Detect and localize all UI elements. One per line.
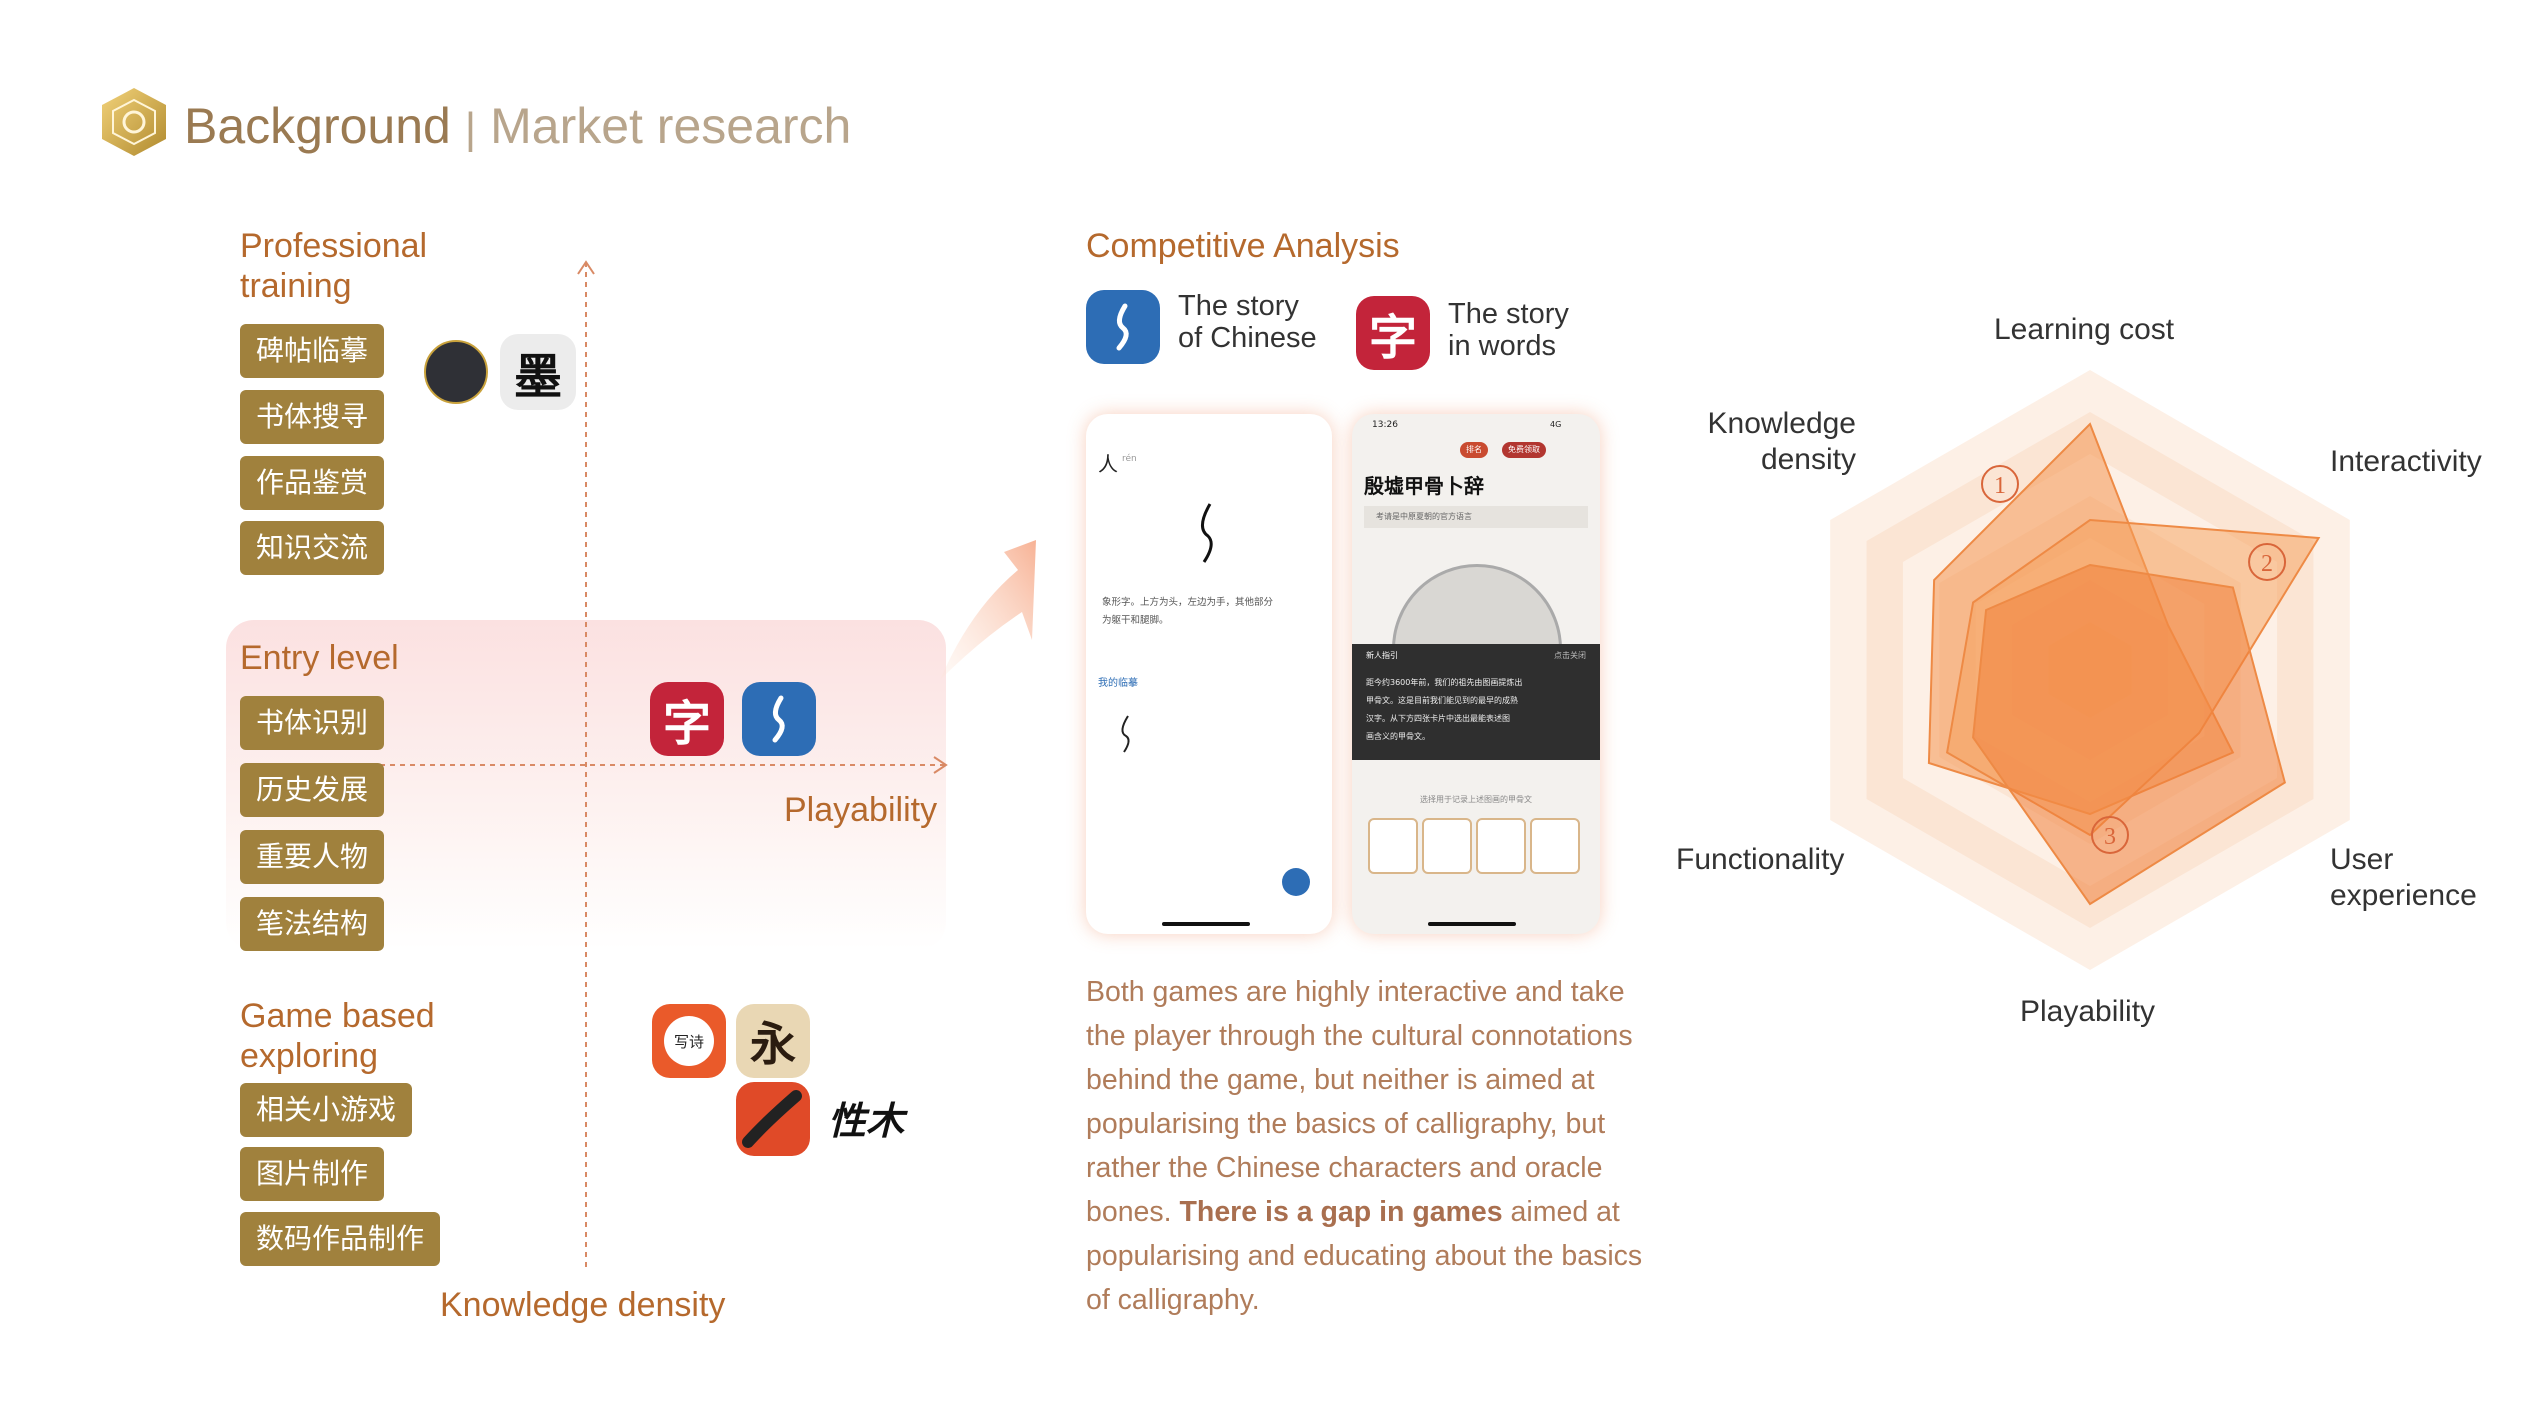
radar-series-3 [1972,563,2287,906]
app-icon-brush [736,1082,810,1156]
app-icon-rubbing [424,340,488,404]
phone2-card-4[interactable] [1530,818,1580,874]
tag-professional-2: 书体搜寻 [240,390,385,444]
phone1-section-label: 我的临摹 [1098,678,1138,689]
radar-label-functionality: Functionality [1676,843,1845,876]
radar-label-learning-cost: Learning cost [1994,313,2175,346]
app-icon-calligraphy-text: 性木 [828,1099,905,1143]
phone2-card-3[interactable] [1476,818,1526,874]
phone2-rank-button[interactable]: 排名 [1460,442,1488,458]
app-icon-xieshi: 写诗 [652,1004,726,1078]
app-icon-yong: 永 [736,1004,810,1078]
logo-icon [100,86,168,158]
radar-marker-label-1: 1 [1994,473,2006,499]
tag-professional-1: 碑帖临摹 [240,324,385,378]
tag-professional-3: 作品鉴赏 [240,456,385,510]
phone2-dialog-text-4: 画含义的甲骨文。 [1366,732,1430,741]
radar-marker-label-2: 2 [2261,551,2273,577]
page-title: Background [184,98,451,154]
phone2-title: 殷墟甲骨卜辞 [1364,474,1484,498]
entry-level-heading: Entry level [240,639,399,677]
arrow-graphic [940,540,1036,680]
game-based-heading: Game based exploring [240,997,435,1075]
tag-entry-4: 笔法结构 [240,897,385,951]
radar-marker-2 [2248,543,2287,581]
tag-entry-2: 历史发展 [240,763,385,817]
competitor-1-name: The story of Chinese [1178,290,1317,354]
phone1-sketch [1121,715,1130,753]
quadrant-axes [380,260,948,1268]
tag-professional-4: 知识交流 [240,521,385,575]
phone2-dialog-text-3: 汉字。从下方四张卡片中选出最能表述图 [1366,714,1510,723]
phone2-card-2[interactable] [1422,818,1472,874]
competitive-analysis-heading: Competitive Analysis [1086,227,1400,265]
tag-game-3: 数码作品制作 [240,1212,441,1266]
phone2-guide-dialog: 新人指引 点击关闭 距今约3600年前，我们的祖先由图画提炼出 甲骨文。这是目前… [1352,644,1600,760]
phone2-dialog-text-2: 甲骨文。这是目前我们能见到的最早的成熟 [1366,696,1518,705]
page-subtitle: Market research [490,98,852,154]
phone2-free-button[interactable]: 免费领取 [1502,442,1546,458]
phone2-signal: 4G [1550,420,1562,429]
app-icon-story-in-words: 字 [650,682,724,756]
phone1-text-2: 为躯干和腿脚。 [1102,615,1169,626]
radar-label-interactivity: Interactivity [2330,445,2482,478]
phone1-text-1: 象形字。上方为头，左边为手，其他部分 [1102,597,1274,608]
phone2-card-1[interactable] [1368,818,1418,874]
tag-entry-1: 书体识别 [240,696,385,750]
description-highlight: There is a gap in games [1179,1196,1503,1228]
phone2-time: 13:26 [1372,420,1398,430]
phone1-char: 人 [1098,452,1118,476]
phone2-select-text: 选择用于记录上述图画的甲骨文 [1420,795,1532,804]
phone1-home-indicator [1162,922,1250,926]
phone1-glyph [1201,503,1213,563]
title-divider: | [464,104,477,153]
phone1-edit-button[interactable] [1282,868,1310,896]
competitor-2-name: The story in words [1448,298,1569,362]
radar-label-playability: Playability [2020,995,2156,1028]
tag-game-2: 图片制作 [240,1147,385,1201]
radar-chart: 1 2 3 [1830,370,2350,970]
playability-axis-label: Playability [784,791,938,829]
tag-game-1: 相关小游戏 [240,1083,413,1137]
phone-screenshot-story-in-words: 13:26 4G 排名 免费领取 殷墟甲骨卜辞 考请是中原夏朝的官方语言 新人指… [1352,414,1600,934]
competitor-2-icon: 字 [1356,296,1430,370]
radar-marker-1 [1981,465,2019,503]
competitor-1-icon [1086,290,1160,364]
knowledge-density-axis-label: Knowledge density [440,1286,726,1324]
app-icon-story-of-chinese [742,682,816,756]
radar-marker-3 [2091,816,2129,854]
competitive-analysis-description: Both games are highly interactive and ta… [1086,976,1643,1316]
phone2-home-indicator [1428,922,1516,926]
tag-entry-3: 重要人物 [240,830,385,884]
phone-screenshot-story-of-chinese: 人 rén 象形字。上方为头，左边为手，其他部分 为躯干和腿脚。 我的临摹 [1086,414,1332,934]
phone1-pinyin: rén [1122,454,1137,464]
phone2-dialog-title: 新人指引 [1366,651,1398,660]
phone2-subtitle: 考请是中原夏朝的官方语言 [1364,506,1588,528]
professional-training-heading: Professional training [240,227,428,305]
radar-marker-label-3: 3 [2104,824,2116,850]
app-icon-mo: 墨 [500,334,576,410]
phone2-dialog-close[interactable]: 点击关闭 [1554,651,1586,660]
phone2-dialog-text-1: 距今约3600年前，我们的祖先由图画提炼出 [1366,678,1523,687]
